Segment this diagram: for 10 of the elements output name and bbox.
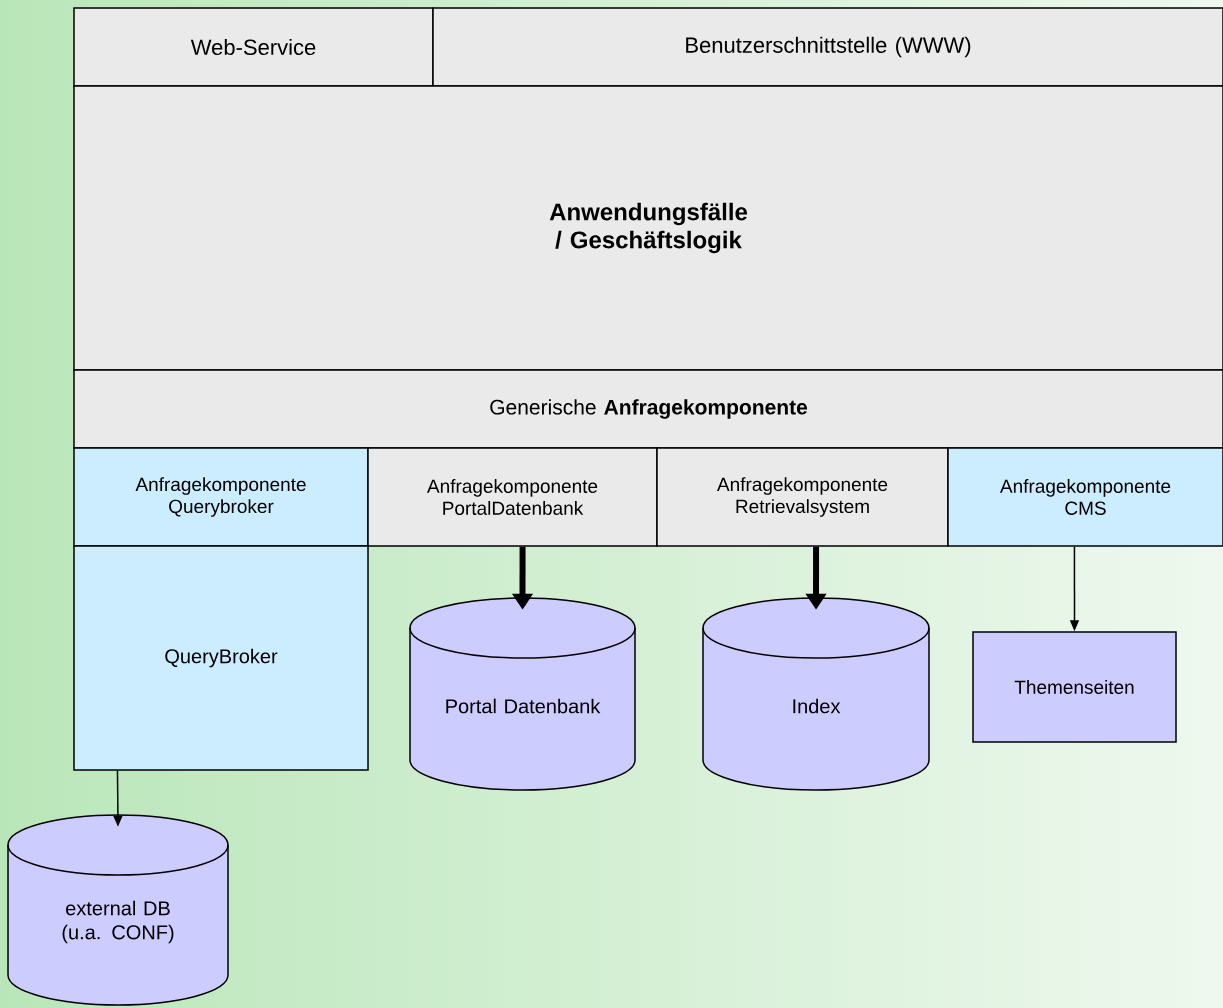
component-box: Web-Service <box>73 7 434 87</box>
component-box: Anfragekomponente Retrievalsystem <box>656 447 949 547</box>
component-box: Anfragekomponente CMS <box>947 447 1223 547</box>
component-box: Anfragekomponente PortalDatenbank <box>367 447 658 547</box>
database-cylinder: Portal Datenbank <box>409 597 636 791</box>
component-box: Anfragekomponente Querybroker <box>73 447 369 547</box>
component-box: Themenseiten <box>972 631 1177 743</box>
database-cylinder: external DB (u.a. CONF) <box>7 814 229 1006</box>
database-cylinder: Index <box>702 597 930 791</box>
node-label: Benutzerschnittstelle (WWW) <box>686 36 971 58</box>
